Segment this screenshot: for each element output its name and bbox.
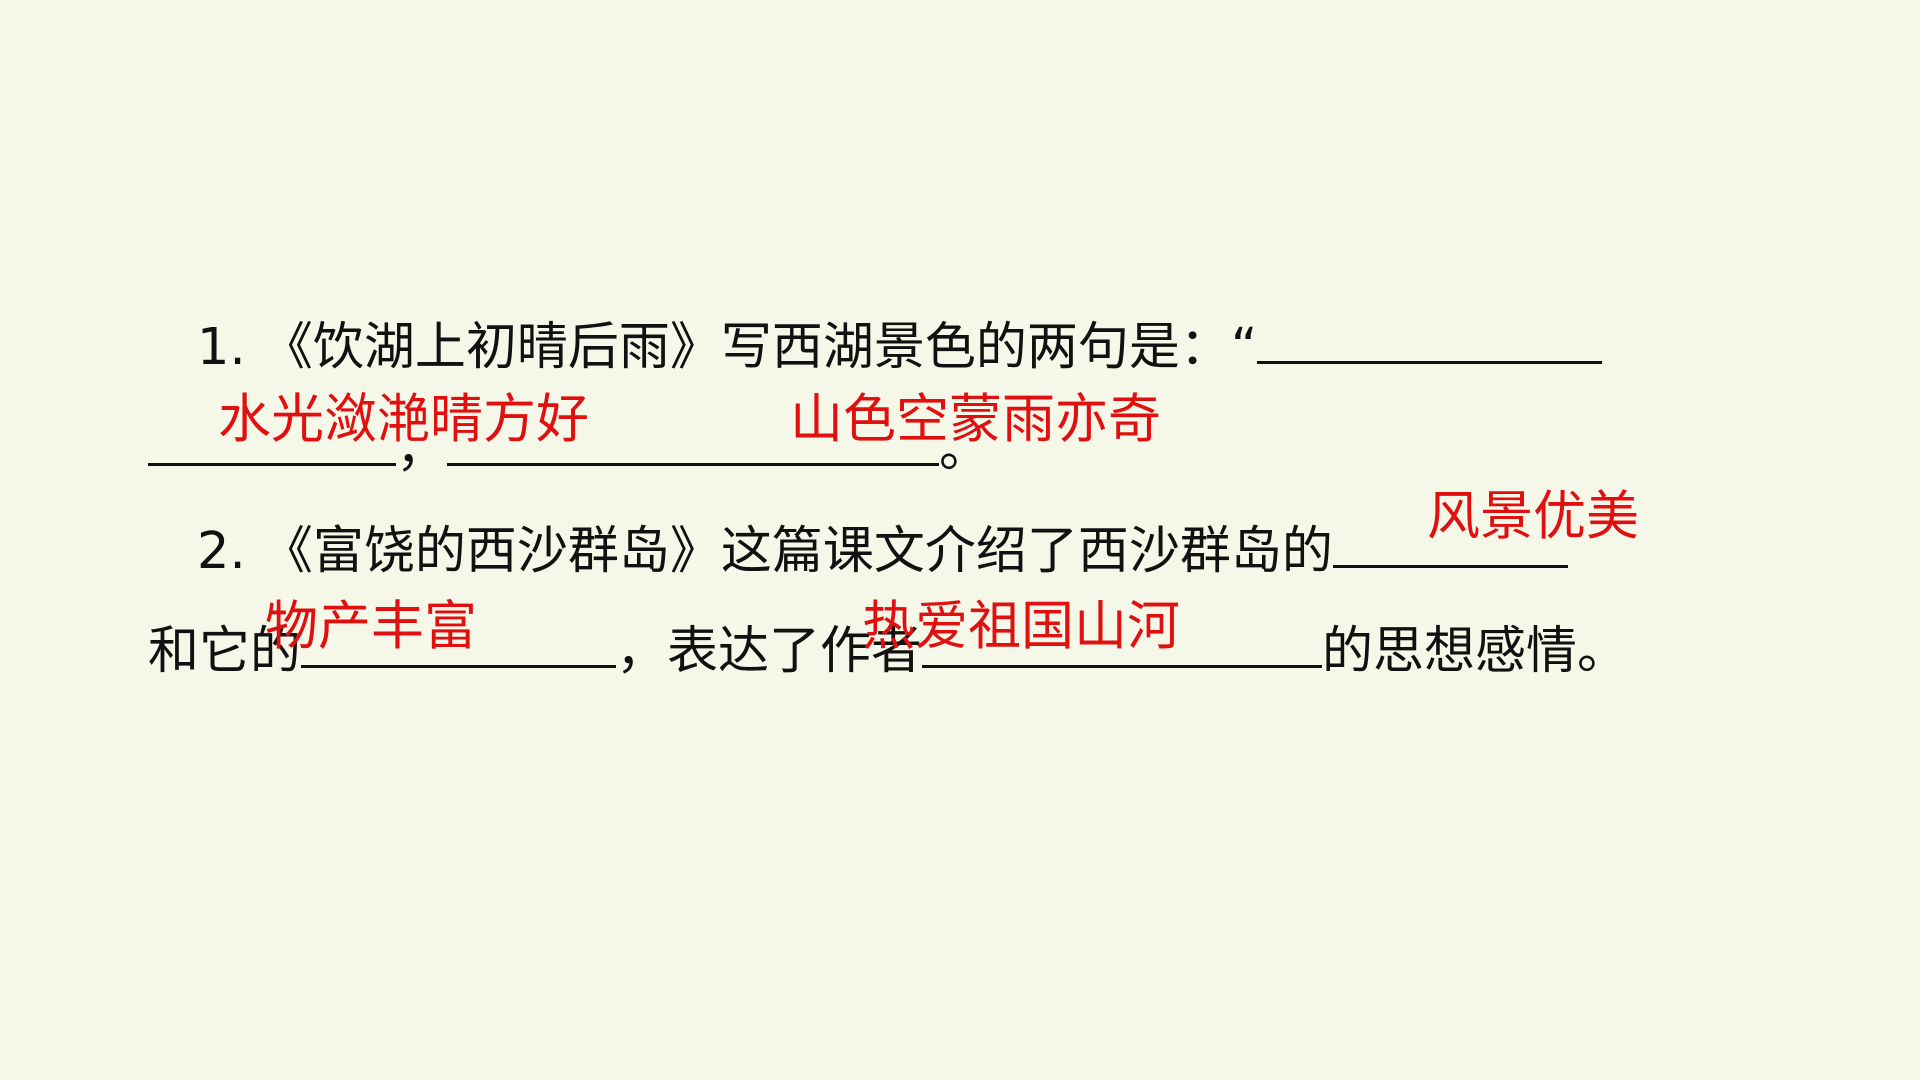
q2-text-a: 《富饶的西沙群岛》这篇课文介绍了西沙群岛的: [261, 522, 1333, 581]
q1-blank-1a: [1257, 313, 1603, 364]
q1-line-1: 1. 《饮湖上初晴后雨》写西湖景色的两句是：“: [197, 313, 1603, 378]
q2-number: 2.: [197, 522, 246, 581]
q2-text-d: 的思想感情。: [1322, 622, 1629, 681]
q2-answer-1: 风景优美: [1427, 486, 1639, 547]
q1-answer-2: 山色空蒙雨亦奇: [790, 389, 1161, 450]
q2-answer-3: 热爱祖国山河: [862, 596, 1180, 657]
q2-answer-2: 物产丰富: [265, 596, 477, 657]
q1-text: 《饮湖上初晴后雨》写西湖景色的两句是：“: [261, 318, 1258, 377]
q2-blank-1: [1332, 517, 1568, 568]
q1-blank-2: [447, 415, 940, 466]
q2-line-2: 和它的 ，表达了作者 的思想感情。: [148, 617, 1628, 682]
q2-blank-2: [301, 617, 617, 668]
q2-line-1: 2. 《富饶的西沙群岛》这篇课文介绍了西沙群岛的: [197, 517, 1568, 582]
q1-number: 1.: [197, 318, 246, 377]
q1-end: 。: [939, 420, 991, 479]
q2-text-b: 和它的: [148, 622, 302, 681]
q1-blank-1b: [148, 415, 396, 466]
q1-comma: ，: [396, 420, 448, 479]
q2-text-c: ，表达了作者: [616, 622, 923, 681]
q1-answer-1: 水光潋滟晴方好: [218, 389, 589, 450]
q1-line-2: ，。: [148, 415, 990, 480]
q2-blank-3: [922, 617, 1323, 668]
